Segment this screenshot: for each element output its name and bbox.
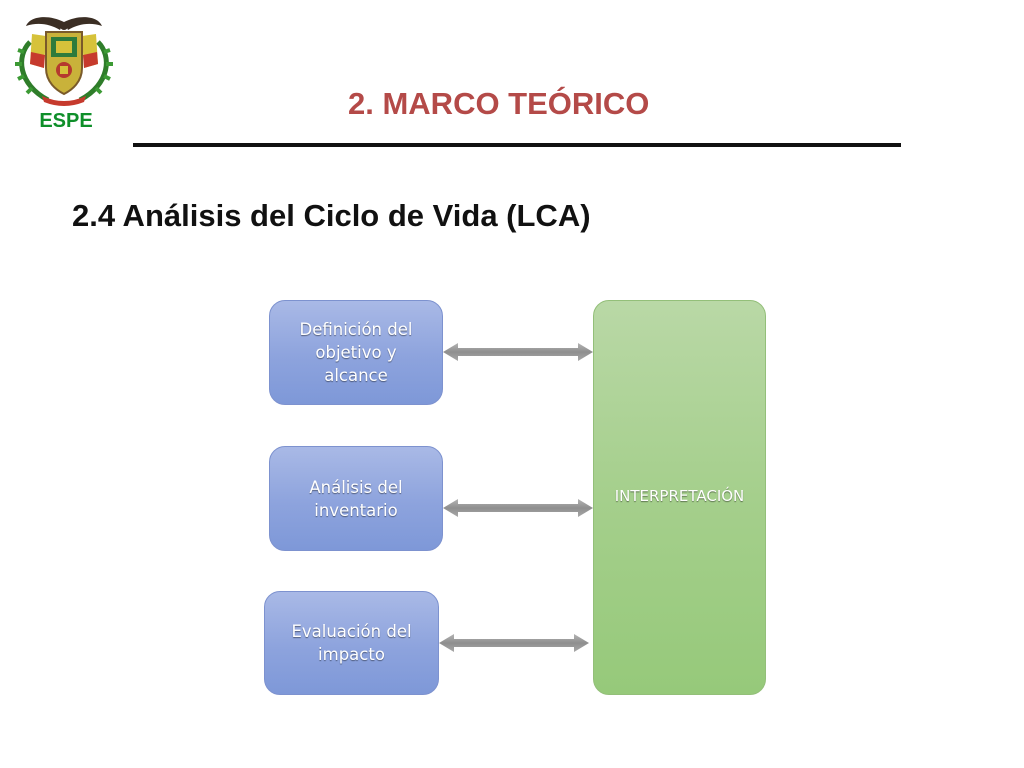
title-divider <box>133 143 901 147</box>
double-arrow-1 <box>443 343 593 361</box>
slide-subtitle: 2.4 Análisis del Ciclo de Vida (LCA) <box>72 198 591 233</box>
institution-label: ESPE <box>39 110 93 132</box>
interpretation-box: INTERPRETACIÓN <box>593 300 766 695</box>
phase-box-goal-scope: Definición del objetivo y alcance <box>269 300 443 405</box>
phase-box-label: Evaluación del impacto <box>291 622 412 664</box>
interpretation-label: INTERPRETACIÓN <box>614 487 745 505</box>
phase-box-impact-assessment: Evaluación del impacto <box>264 591 439 695</box>
espe-coat-of-arms-logo <box>15 17 113 106</box>
phase-box-inventory-analysis: Análisis del inventario <box>269 446 443 551</box>
section-title: 2. MARCO TEÓRICO <box>348 86 650 121</box>
phase-box-label: Análisis del inventario <box>309 477 403 520</box>
double-arrow-2 <box>443 499 593 517</box>
double-arrow-3 <box>439 634 589 652</box>
phase-box-label: Definición del objetivo y alcance <box>299 320 413 385</box>
